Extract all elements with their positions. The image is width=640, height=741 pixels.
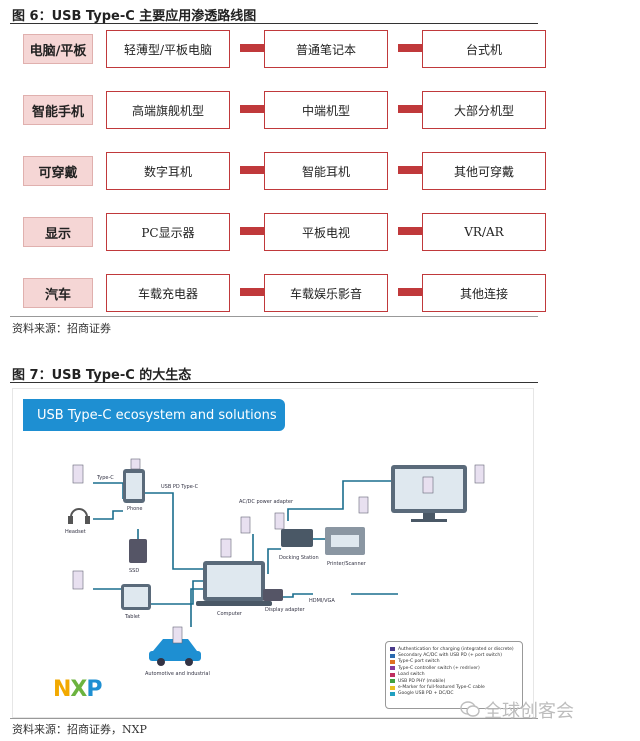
car-device <box>149 639 201 666</box>
ssd-device <box>129 539 147 563</box>
figure7-title: 图 7：USB Type-C 的大生态 <box>12 368 192 383</box>
legend-swatch <box>390 685 395 690</box>
legend-swatch <box>390 666 395 671</box>
legend-label: Type-C port switch <box>398 659 440 665</box>
device-label: Tablet <box>124 614 140 620</box>
row-category-label: 汽车 <box>23 278 93 308</box>
stage-box: 智能耳机 <box>264 152 388 190</box>
stage-box: 台式机 <box>422 30 546 68</box>
row-category-label: 电脑/平板 <box>23 34 93 64</box>
figure7-source: 资料来源：招商证券，NXP <box>12 723 147 736</box>
device-label: Display adapter <box>265 607 306 613</box>
legend-item: Type-C port switch <box>390 659 518 665</box>
chip-stacks <box>72 458 485 644</box>
stage-box: VR/AR <box>422 213 546 251</box>
legend-swatch <box>390 691 395 696</box>
legend-label: Google USB PD + DC/DC <box>398 691 454 697</box>
figure6-source: 资料来源：招商证券 <box>12 322 111 335</box>
link-label: USB PD Type-C <box>161 484 199 490</box>
figure7-bottom-rule <box>10 718 538 719</box>
stage-box: 大部分机型 <box>422 91 546 129</box>
figure7-title-rule <box>10 382 538 383</box>
stage-box: 高端旗舰机型 <box>106 91 230 129</box>
device-label: Automotive and industrial <box>145 671 210 677</box>
stage-box: 数字耳机 <box>106 152 230 190</box>
phone-device <box>123 469 145 503</box>
legend-item: Type-C controller switch (+ redriver) <box>390 665 518 671</box>
device-label: Headset <box>65 529 86 535</box>
row-category-label: 可穿戴 <box>23 156 93 186</box>
computer-device <box>196 561 272 606</box>
figure6-title-rule <box>10 23 538 24</box>
legend-swatch <box>390 672 395 677</box>
stage-box: 其他可穿戴 <box>422 152 546 190</box>
device-label: SSD <box>129 568 139 574</box>
display-adapter-device <box>263 589 283 601</box>
row-category-label: 智能手机 <box>23 95 93 125</box>
legend-label: e-Marker for full-featured Type-C cable <box>398 685 485 691</box>
ecosystem-banner: USB Type-C ecosystem and solutions <box>23 399 285 431</box>
legend-item: Secondary AC/DC with USB PD (+ port swit… <box>390 652 518 658</box>
wechat-icon <box>460 701 480 717</box>
device-label: Printer/Scanner <box>327 561 367 567</box>
legend-item: Load switch <box>390 672 518 678</box>
stage-box: PC显示器 <box>106 213 230 251</box>
legend-label: USB PD PHY (mobile) <box>398 678 446 684</box>
stage-box: 轻薄型/平板电脑 <box>106 30 230 68</box>
stage-box: 其他连接 <box>422 274 546 312</box>
device-label: Phone <box>127 506 143 512</box>
printer-device <box>325 527 365 555</box>
stage-box: 车载充电器 <box>106 274 230 312</box>
legend-item: Google USB PD + DC/DC <box>390 691 518 697</box>
link-label: HDMI/VGA <box>309 598 335 604</box>
legend-label: Load switch <box>398 672 425 678</box>
tablet-device <box>121 584 151 610</box>
stage-box: 普通笔记本 <box>264 30 388 68</box>
legend-label: Authentication for charging (integrated … <box>398 646 514 652</box>
legend-label: Secondary AC/DC with USB PD (+ port swit… <box>398 653 502 659</box>
legend-item: USB PD PHY (mobile) <box>390 678 518 684</box>
ecosystem-diagram: USB Type-C ecosystem and solutions <box>12 388 534 718</box>
legend-swatch <box>390 679 395 684</box>
stage-box: 中端机型 <box>264 91 388 129</box>
device-label: Computer <box>217 611 243 617</box>
legend-swatch <box>390 647 395 652</box>
legend-label: Type-C controller switch (+ redriver) <box>398 665 480 671</box>
ecosystem-legend: Authentication for charging (integrated … <box>385 641 523 709</box>
legend-swatch <box>390 653 395 658</box>
link-label: Type-C <box>96 475 114 481</box>
device-label: Docking Station <box>279 555 319 561</box>
nxp-logo: NXP <box>53 677 103 702</box>
legend-item: Authentication for charging (integrated … <box>390 646 518 652</box>
stage-box: 平板电视 <box>264 213 388 251</box>
legend-swatch <box>390 659 395 664</box>
docking-station-device <box>281 529 313 547</box>
watermark-text: 全球创客会 <box>484 701 574 722</box>
row-category-label: 显示 <box>23 217 93 247</box>
legend-item: e-Marker for full-featured Type-C cable <box>390 684 518 690</box>
monitor-device <box>391 465 467 522</box>
figure6-title: 图 6：USB Type-C 主要应用渗透路线图 <box>12 9 257 24</box>
figure6-bottom-rule <box>10 316 538 317</box>
stage-box: 车载娱乐影音 <box>264 274 388 312</box>
headset-device <box>68 508 90 524</box>
link-label: AC/DC power adapter <box>239 499 294 505</box>
